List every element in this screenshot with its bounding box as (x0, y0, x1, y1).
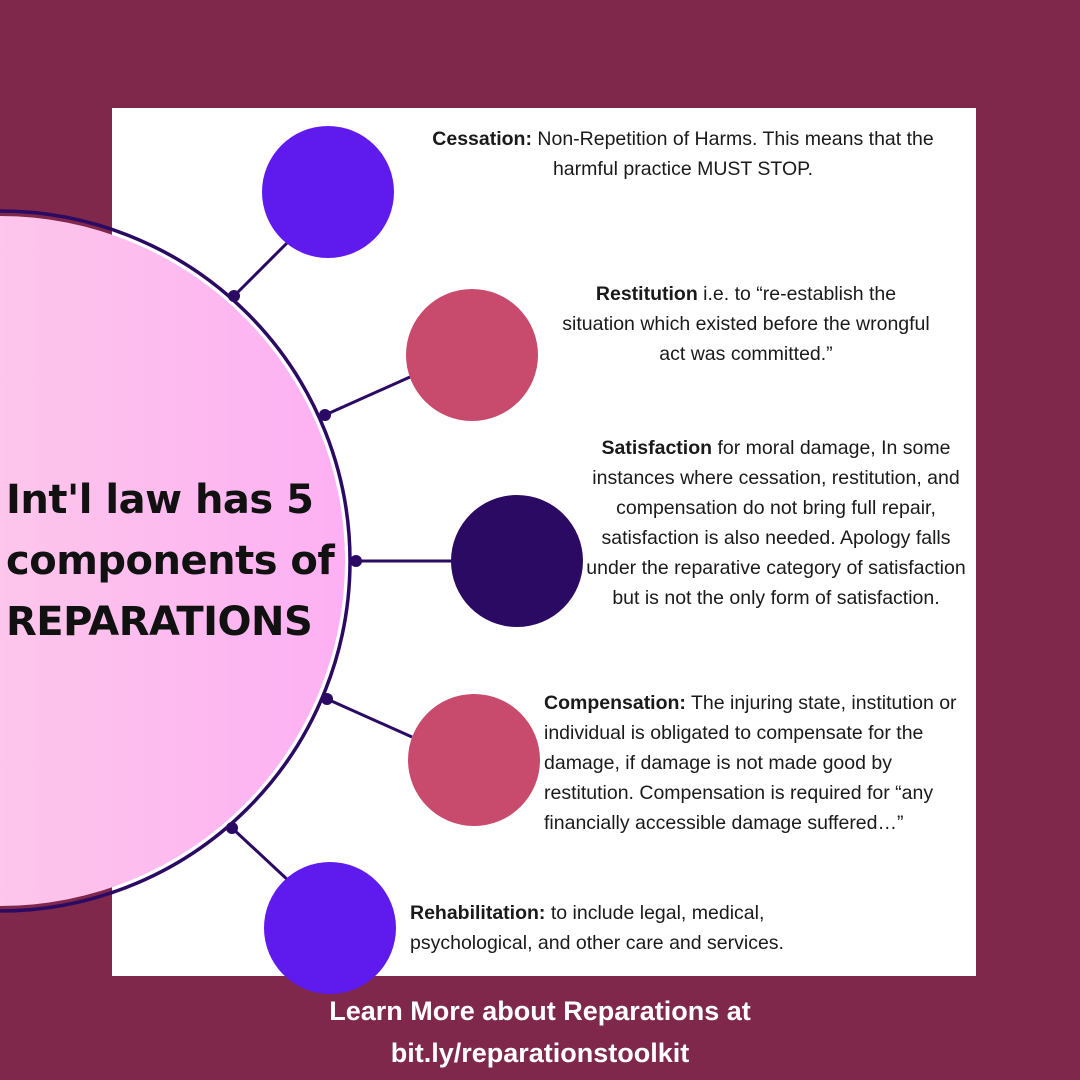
component-text: for moral damage, In some instances wher… (586, 437, 966, 609)
connector-1 (232, 238, 292, 298)
component-term: Rehabilitation: (410, 902, 546, 924)
footer-cta: Learn More about Reparations at bit.ly/r… (0, 990, 1080, 1074)
connector-dot-3 (350, 555, 362, 567)
component-satisfaction: Satisfaction for moral damage, In some i… (583, 433, 969, 613)
component-restitution: Restitution i.e. to “re-establish the si… (560, 279, 932, 369)
component-cessation: Cessation: Non-Repetition of Harms. This… (408, 124, 958, 184)
connector-5 (230, 826, 292, 884)
component-term: Cessation: (432, 128, 532, 150)
node-rehabilitation (264, 862, 396, 994)
connector-dot-1 (228, 290, 240, 302)
node-cessation (262, 126, 394, 258)
node-satisfaction (451, 495, 583, 627)
component-term: Compensation: (544, 692, 686, 714)
diagram-title: Int'l law has 5 components of REPARATION… (6, 477, 335, 645)
hub-circle (0, 216, 345, 906)
component-term: Satisfaction (601, 437, 713, 459)
footer-line-1: Learn More about Reparations at (329, 996, 751, 1026)
connector-2 (324, 375, 411, 417)
footer-link[interactable]: bit.ly/reparationstoolkit (390, 1038, 690, 1068)
node-compensation (408, 694, 540, 826)
component-text: The injuring state, institution or indiv… (544, 692, 957, 834)
connector-dot-2 (319, 409, 331, 421)
component-rehabilitation: Rehabilitation: to include legal, medica… (410, 898, 860, 958)
component-compensation: Compensation: The injuring state, instit… (544, 688, 972, 838)
component-text: Non-Repetition of Harms. This means that… (531, 128, 934, 180)
component-term: Restitution (595, 283, 698, 305)
node-restitution (406, 289, 538, 421)
connector-4 (326, 697, 413, 739)
component-text: to include legal, medical, psychological… (410, 902, 784, 954)
connector-dot-5 (226, 822, 238, 834)
component-text: i.e. to “re-establish the situation whic… (562, 283, 930, 365)
connector-dot-4 (321, 693, 333, 705)
